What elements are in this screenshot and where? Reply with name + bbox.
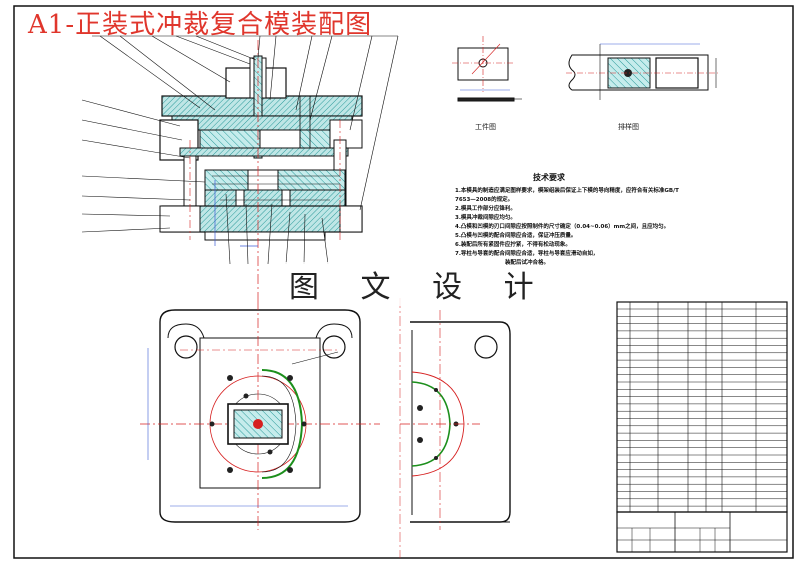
requirement-line: 装配后试冲合格。 <box>505 260 550 266</box>
workpiece-view <box>452 36 522 102</box>
requirements-heading: 技术要求 <box>533 173 565 182</box>
requirement-line: 5.凸模与凹模的配合间隙应合适，保证冲压质量。 <box>455 233 577 239</box>
requirement-line: 7653—2008的规定。 <box>455 197 514 203</box>
requirement-line: 1.本模具的制造应满足图样要求，模架组装后保证上下模的导向精度，应符合有关标准G… <box>455 188 679 194</box>
requirement-line: 3.模具冲裁间隙应均匀。 <box>455 215 516 221</box>
plan-view <box>140 300 380 530</box>
requirement-line: 2.模具工作部分应锋利。 <box>455 206 516 212</box>
strip-layout-label: 排样图 <box>618 123 639 131</box>
drawing-title: A1-正装式冲裁复合模装配图 <box>28 10 373 40</box>
watermark-text: 图 文 设 计 <box>285 262 554 306</box>
workpiece-label: 工件图 <box>475 123 496 131</box>
side-view <box>400 310 511 530</box>
parts-list <box>616 301 788 553</box>
strip-layout-view <box>566 43 720 100</box>
requirement-line: 4.凸模和凹模的刃口间隙应按照制件的尺寸确定（0.04~0.06）mm之间，且应… <box>455 224 670 230</box>
section-view <box>81 35 399 300</box>
sheet-border <box>13 5 794 559</box>
requirement-line: 7.导柱与导套的配合间隙应合适，导柱与导套应滑动自如， <box>455 251 599 257</box>
requirement-line: 6.装配后所有紧固件应拧紧，不得有松动现象。 <box>455 242 571 248</box>
